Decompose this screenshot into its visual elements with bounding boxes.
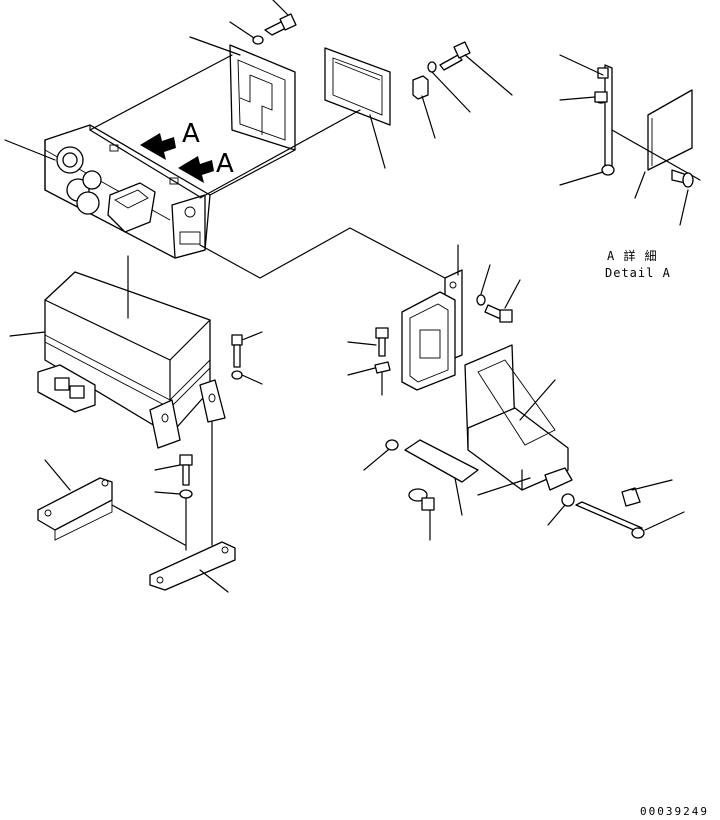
rod-assembly [547,479,685,539]
nut-left [363,439,399,471]
bolt-washer-center [347,327,391,396]
plate-duct [404,439,531,516]
bolt-case-right [231,331,263,385]
unit-case [9,255,226,449]
clip [412,75,436,139]
bracket-left [37,459,186,546]
view-arrow-a-lower: A [178,149,234,183]
bolt-controller [476,264,521,323]
drawing-number: 00039249 [640,805,709,818]
controller-bracket [199,227,463,391]
duct-flange [199,47,391,199]
bolt-washer-top-right [427,41,513,113]
bolt-top [264,0,297,36]
detail-label-japanese: A 詳 細 [607,248,658,263]
bolt-bracket [154,454,193,551]
screw-duct [408,488,435,541]
heater-unit [4,124,211,259]
bracket-bottom [149,421,236,593]
gasket-plate [89,36,296,196]
duct-box [464,344,573,491]
view-arrow-a-upper: A [140,119,200,160]
view-arrow-label: A [216,149,234,179]
washer-top [229,21,264,45]
view-arrow-label: A [182,119,200,149]
detail-label-english: Detail A [605,266,671,280]
detail-a: A 詳 細 Detail A [559,54,701,280]
